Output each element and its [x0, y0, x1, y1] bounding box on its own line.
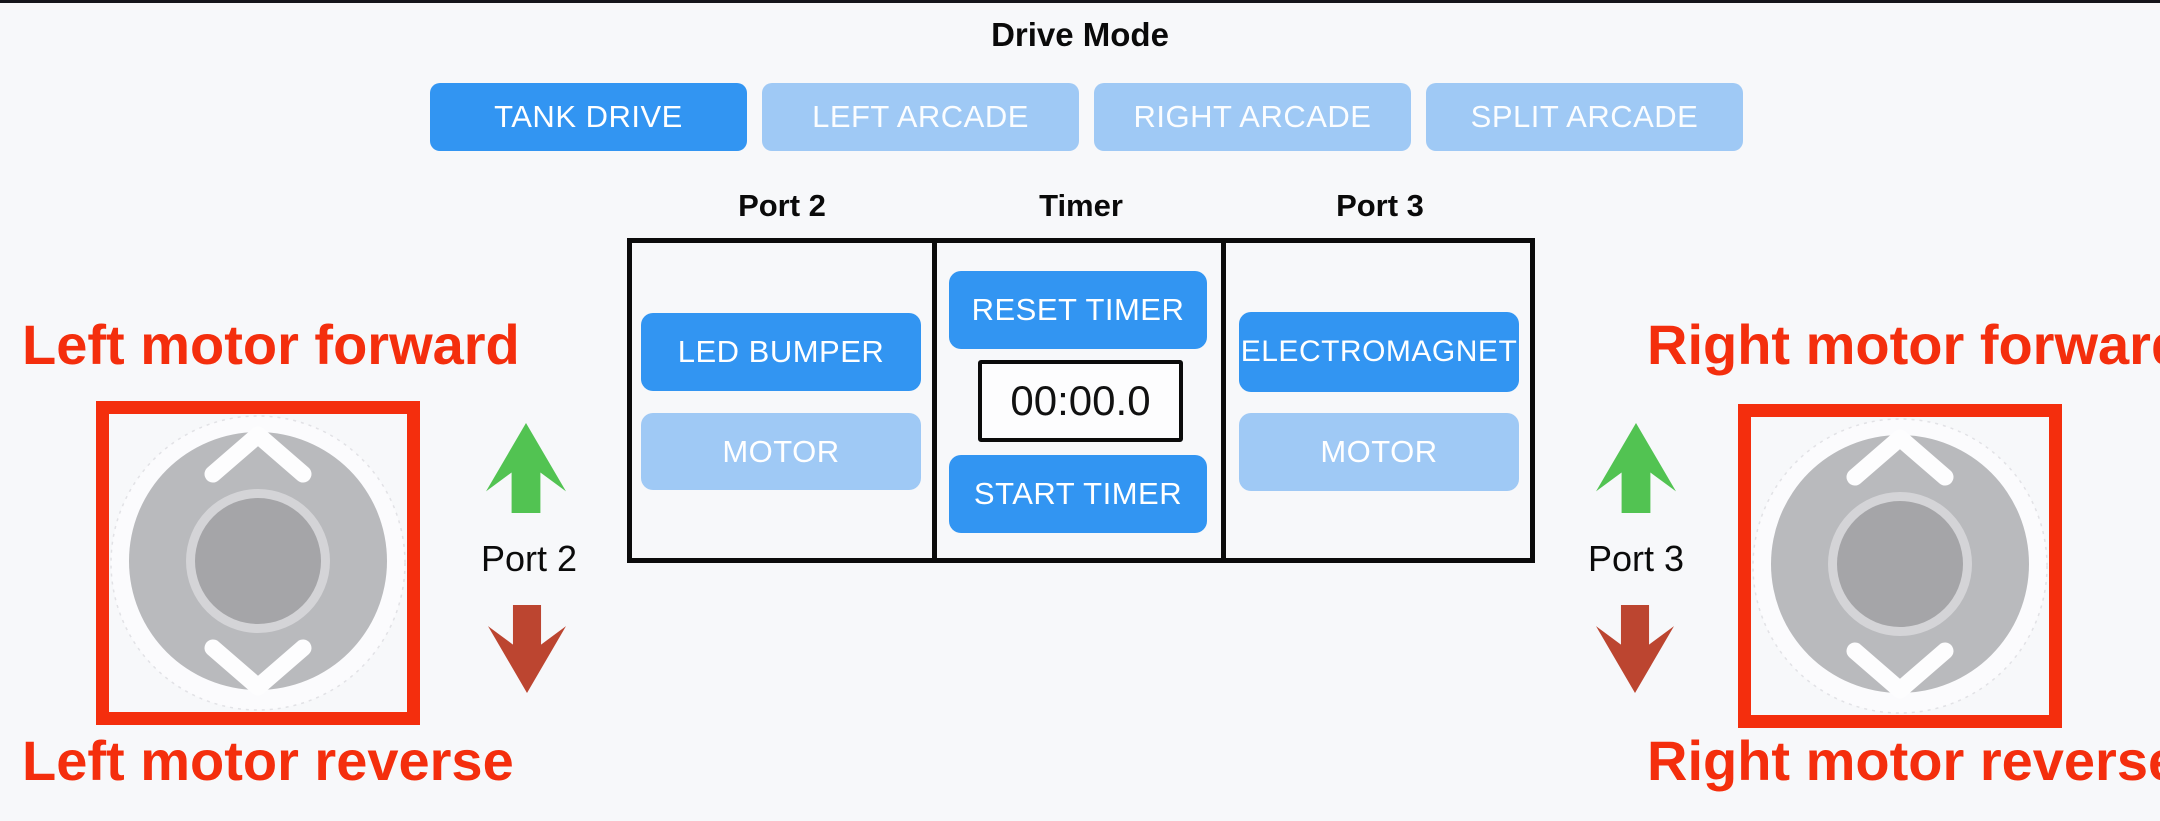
joystick-up-chevron-icon [204, 426, 312, 483]
right-motor-reverse-label: Right motor reverse [1647, 729, 2160, 792]
timer-column-header: Timer [1039, 188, 1123, 223]
window-top-edge [0, 0, 2160, 3]
right-joystick-graphic [1752, 418, 2048, 714]
left-port-label: Port 2 [480, 538, 578, 579]
joystick-up-chevron-icon [1846, 429, 1954, 486]
joystick-knob[interactable] [1837, 501, 1963, 627]
right-arcade-button[interactable]: RIGHT ARCADE [1094, 83, 1411, 151]
port2-motor-button[interactable]: MOTOR [641, 413, 921, 490]
split-arcade-button[interactable]: SPLIT ARCADE [1426, 83, 1743, 151]
right-joystick[interactable] [1738, 404, 2062, 728]
electromagnet-button[interactable]: ELECTROMAGNET [1239, 312, 1519, 392]
left-motor-reverse-label: Left motor reverse [22, 729, 514, 792]
led-bumper-button[interactable]: LED BUMPER [641, 313, 921, 391]
start-timer-button[interactable]: START TIMER [949, 455, 1207, 533]
drive-mode-title: Drive Mode [991, 16, 1169, 53]
table-divider-left [932, 238, 937, 563]
port3-column-header: Port 3 [1336, 188, 1424, 223]
joystick-down-chevron-icon [1846, 642, 1954, 699]
left-forward-arrow-icon [486, 423, 566, 518]
joystick-down-chevron-icon [204, 639, 312, 696]
left-motor-forward-label: Left motor forward [22, 313, 520, 376]
control-panel-table [627, 238, 1535, 563]
port2-column-header: Port 2 [738, 188, 826, 223]
right-reverse-arrow-icon [1596, 605, 1674, 698]
left-reverse-arrow-icon [488, 605, 566, 698]
timer-display: 00:00.0 [978, 360, 1183, 442]
right-motor-forward-label: Right motor forward [1647, 313, 2160, 376]
drive-mode-button-group: TANK DRIVE LEFT ARCADE RIGHT ARCADE SPLI… [430, 83, 1743, 151]
joystick-knob[interactable] [195, 498, 321, 624]
port3-motor-button[interactable]: MOTOR [1239, 413, 1519, 491]
right-port-label: Port 3 [1587, 538, 1685, 579]
right-forward-arrow-icon [1596, 423, 1676, 518]
left-joystick[interactable] [96, 401, 420, 725]
table-divider-right [1221, 238, 1226, 563]
reset-timer-button[interactable]: RESET TIMER [949, 271, 1207, 349]
left-joystick-graphic [110, 415, 406, 711]
left-arcade-button[interactable]: LEFT ARCADE [762, 83, 1079, 151]
tank-drive-button[interactable]: TANK DRIVE [430, 83, 747, 151]
